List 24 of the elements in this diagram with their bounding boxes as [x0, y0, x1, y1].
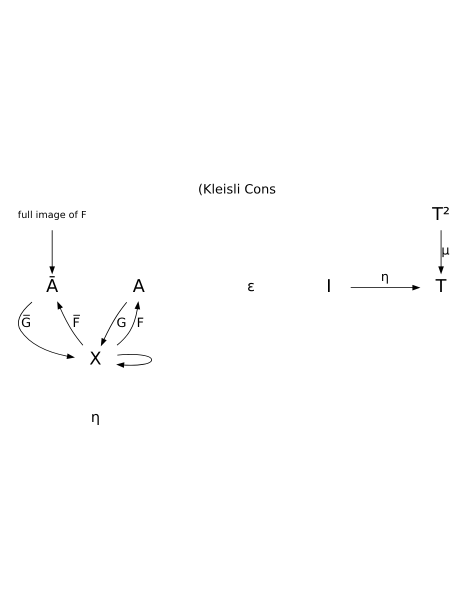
node-text: T [436, 277, 446, 298]
node-text: T² [432, 204, 450, 225]
edge-label: G̅ [21, 316, 32, 331]
arrow [18, 302, 75, 359]
arrow [116, 301, 140, 346]
diagram-title: (Kleisli Cons [198, 182, 276, 198]
edge-label: η [380, 270, 390, 286]
label: ε [247, 279, 255, 296]
arrow [116, 354, 152, 368]
arrow [438, 230, 444, 274]
node-text: I [326, 277, 332, 298]
edge-label: μ [441, 244, 450, 259]
node-text: A [132, 277, 145, 298]
node-text: X [89, 349, 102, 370]
node-text: Ā [46, 277, 58, 298]
arrow [57, 301, 84, 346]
arrow [49, 230, 55, 274]
edge-label: F [136, 316, 144, 331]
label: η [90, 410, 100, 426]
arrow [100, 302, 128, 346]
arrow [350, 284, 420, 290]
edge-label: F̅ [72, 316, 80, 331]
node-text: full image of F [18, 210, 87, 221]
edge-label: G [116, 316, 126, 331]
